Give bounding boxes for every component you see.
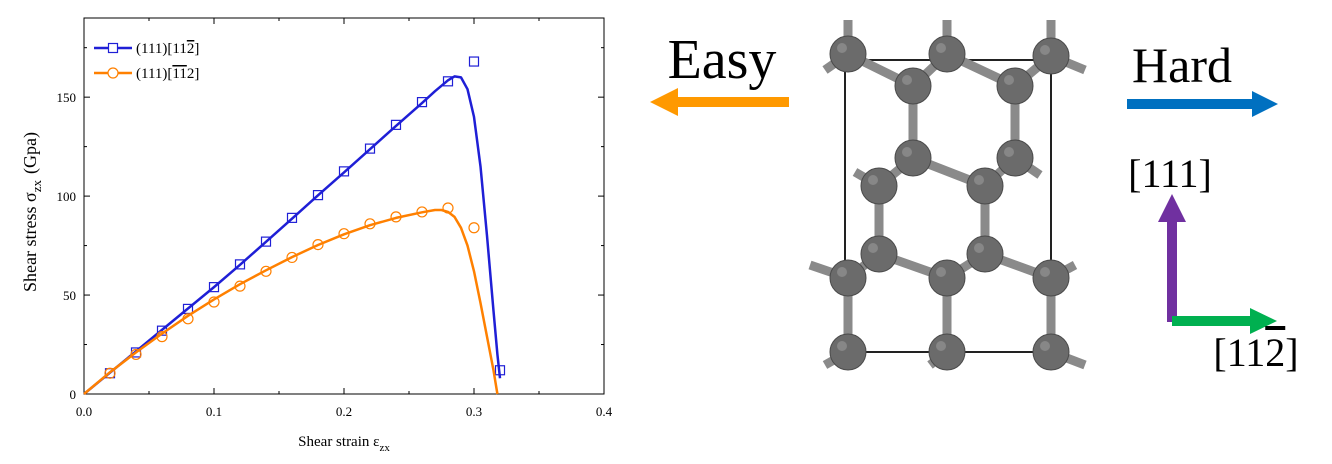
series-line-0 <box>83 75 502 395</box>
atom-highlight <box>1040 341 1050 351</box>
series-layer <box>83 56 506 395</box>
atom-highlight <box>1040 45 1050 55</box>
hard-label: Hard <box>1132 37 1232 93</box>
legend-marker-circle <box>107 67 119 79</box>
atom-highlight <box>837 267 847 277</box>
legend-entry-orange: (111)[112] <box>94 66 199 82</box>
atom-highlight <box>902 147 912 157</box>
y-tick-label: 100 <box>57 189 77 204</box>
atom-highlight <box>1004 147 1014 157</box>
atom <box>829 35 867 73</box>
axis-112-label: [112] <box>1213 330 1298 375</box>
data-point-square <box>208 282 220 293</box>
series-line-1 <box>83 208 499 395</box>
easy-direction: Easy <box>650 29 789 116</box>
atom-highlight <box>868 175 878 185</box>
x-tick-label: 0.1 <box>206 404 222 419</box>
atom <box>928 333 966 371</box>
data-point-circle <box>390 211 402 223</box>
data-point-square <box>364 143 376 154</box>
atom-highlight <box>837 43 847 53</box>
hard-direction: Hard <box>1127 37 1278 117</box>
atom-highlight <box>1040 267 1050 277</box>
legend-label-blue: (111)[112] <box>136 41 199 57</box>
y-axis-ticks: 0 50 100 150 <box>57 47 604 402</box>
x-tick-label: 0.3 <box>466 404 482 419</box>
y-tick-label: 50 <box>63 288 76 303</box>
data-point-circle <box>208 296 220 308</box>
atom-highlight <box>902 75 912 85</box>
atom <box>894 139 932 177</box>
hard-arrow-icon <box>1127 91 1278 117</box>
data-point-square <box>494 365 506 376</box>
atom-highlight <box>837 341 847 351</box>
data-point-circle <box>260 265 272 277</box>
atom <box>1032 333 1070 371</box>
x-axis-ticks: 0.0 0.1 0.2 0.3 0.4 <box>76 18 613 419</box>
data-point-square <box>286 212 298 223</box>
data-point-circle <box>234 280 246 292</box>
data-point-circle <box>416 206 428 218</box>
atom-highlight <box>868 243 878 253</box>
atom-highlight <box>974 243 984 253</box>
data-point-square <box>416 97 428 108</box>
data-point-circle <box>312 238 324 251</box>
x-tick-label: 0.4 <box>596 404 613 419</box>
data-point-circle <box>130 348 142 361</box>
coordinate-axes: [111] [112] <box>1128 151 1298 375</box>
data-point-circle <box>182 313 194 325</box>
atom <box>860 167 898 205</box>
data-point-square <box>390 119 402 130</box>
atom <box>1032 259 1070 297</box>
atom-highlight <box>936 341 946 351</box>
data-point-square <box>260 236 272 247</box>
data-point-square <box>338 166 350 177</box>
atom-highlight <box>974 175 984 185</box>
data-point-square <box>442 76 454 87</box>
data-point-square <box>312 190 324 201</box>
data-point-square <box>234 259 246 270</box>
atom <box>996 139 1034 177</box>
atom <box>966 235 1004 273</box>
axis-111-label: [111] <box>1128 151 1212 196</box>
easy-arrow-icon <box>650 88 789 116</box>
legend-entry-blue: (111)[112] <box>94 41 199 57</box>
right-arrow-icon <box>1172 308 1277 334</box>
atom <box>829 333 867 371</box>
data-point-circle <box>286 251 298 264</box>
crystal-structure <box>808 20 1087 371</box>
y-axis-title: Shear stress σzx(Gpa) <box>20 132 44 292</box>
atom <box>966 167 1004 205</box>
legend: (111)[112] (111)[112] <box>94 41 199 82</box>
up-arrow-icon <box>1158 194 1186 322</box>
stress-strain-chart: 0.0 0.1 0.2 0.3 0.4 0 50 100 150 (111)[112] (11… <box>20 17 613 454</box>
atom <box>996 67 1034 105</box>
atom <box>894 67 932 105</box>
legend-marker-square <box>107 42 119 54</box>
atom-highlight <box>936 267 946 277</box>
crystal-atoms <box>829 35 1070 371</box>
x-tick-label: 0.2 <box>336 404 352 419</box>
data-point-circle <box>104 367 116 379</box>
x-tick-label: 0.0 <box>76 404 92 419</box>
data-point-circle <box>156 331 168 343</box>
data-point-circle <box>338 228 350 240</box>
atom-highlight <box>1004 75 1014 85</box>
atom <box>860 235 898 273</box>
legend-label-orange: (111)[112] <box>136 66 199 82</box>
atom <box>1032 37 1070 75</box>
atom-highlight <box>936 43 946 53</box>
data-point-circle <box>442 202 454 214</box>
atom <box>829 259 867 297</box>
atom <box>928 35 966 73</box>
y-tick-label: 0 <box>70 387 77 402</box>
x-axis-title: Shear strain εzx <box>298 434 390 454</box>
easy-label: Easy <box>668 29 777 91</box>
y-tick-label: 150 <box>57 90 77 105</box>
data-point-circle <box>364 218 376 230</box>
data-point-square <box>468 56 480 67</box>
data-point-circle <box>468 222 480 234</box>
atom <box>928 259 966 297</box>
